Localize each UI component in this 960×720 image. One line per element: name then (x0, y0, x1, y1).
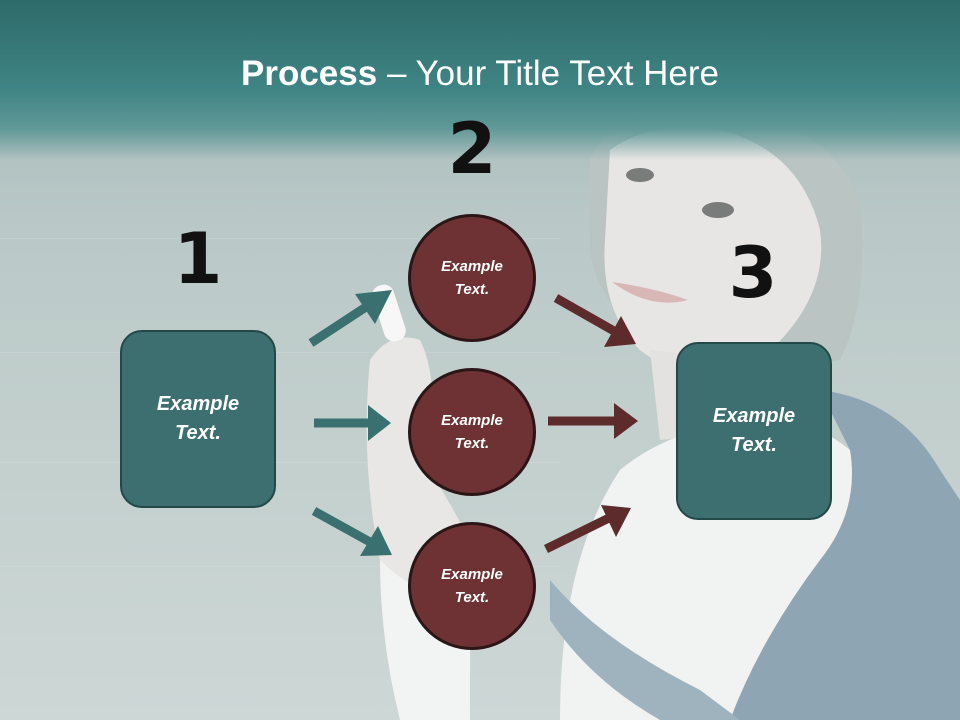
process-circle-bottom: Example Text. (408, 522, 536, 650)
start-box-line2: Text. (175, 422, 221, 444)
step-number-1: 1 (173, 218, 223, 300)
circle-bottom-line2: Text. (454, 589, 490, 606)
step-number-2: 2 (447, 108, 497, 190)
end-box: Example Text. (676, 342, 832, 520)
board-line (0, 462, 560, 463)
circle-bottom-line1: Example (441, 566, 503, 583)
start-box: Example Text. (120, 330, 276, 508)
board-line (0, 238, 560, 239)
process-circle-middle: Example Text. (408, 368, 536, 496)
arrow-right-middle (548, 403, 638, 439)
arrow-right-from-top (553, 294, 636, 347)
title-bold: Process (241, 54, 378, 93)
board-line (0, 566, 560, 567)
process-circle-top: Example Text. (408, 214, 536, 342)
arrow-left-down (311, 507, 392, 556)
start-box-line1: Example (156, 393, 240, 415)
end-box-line2: Text. (731, 434, 777, 456)
arrow-left-middle (314, 405, 391, 441)
circle-top-line1: Example (441, 258, 503, 275)
slide-title: Process – Your Title Text Here (0, 52, 960, 96)
header-band (0, 0, 960, 160)
arrow-right-from-bottom (544, 505, 631, 554)
end-box-line1: Example (712, 405, 796, 427)
step-number-3: 3 (728, 232, 778, 314)
board-line (0, 352, 560, 353)
title-rest: – Your Title Text Here (377, 54, 719, 93)
arrow-left-up (308, 290, 392, 347)
circle-middle-line1: Example (441, 412, 503, 429)
circle-middle-line2: Text. (454, 435, 490, 452)
circle-top-line2: Text. (454, 281, 490, 298)
